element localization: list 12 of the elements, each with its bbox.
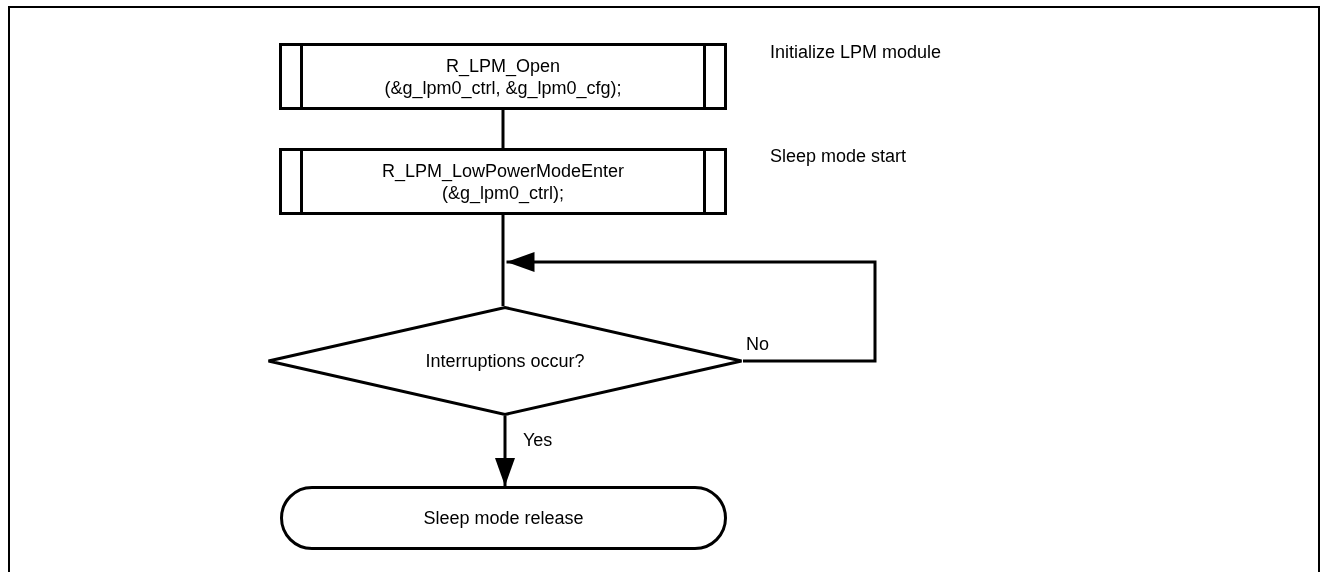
node-text: R_LPM_LowPowerModeEnter (&g_lpm0_ctrl); <box>380 159 626 204</box>
step-description: Sleep mode start <box>770 146 907 167</box>
predefined-process-box <box>279 148 727 215</box>
node-text: Sleep mode release <box>423 507 584 529</box>
arrow <box>495 416 515 486</box>
predefined-process-box <box>279 43 727 110</box>
decision-diamond <box>267 306 743 416</box>
node-text: R_LPM_Open (&g_lpm0_ctrl, &g_lpm0_cfg); <box>384 54 622 99</box>
terminal-box <box>280 486 727 550</box>
node-text: Interruptions occur? <box>425 350 585 372</box>
step-description: Initialize LPM module <box>770 42 942 63</box>
arrow <box>506 252 877 363</box>
